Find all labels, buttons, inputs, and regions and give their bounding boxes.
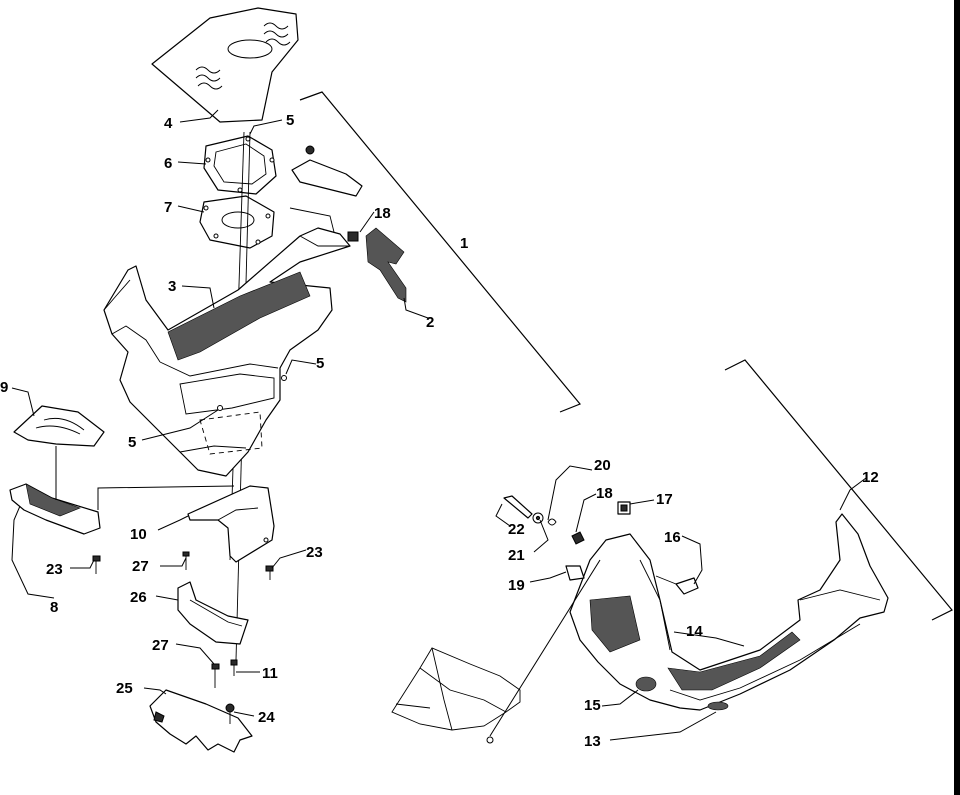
assembly-bracket-12 (724, 359, 953, 621)
callout-9: 9 (0, 379, 8, 396)
part-23-fastener-left (92, 555, 101, 574)
callout-19: 19 (508, 577, 525, 594)
callout-21: 21 (508, 547, 525, 564)
callout-27-upper: 27 (132, 558, 149, 575)
part-19-clip (565, 565, 585, 581)
part-25-skid-plate (149, 689, 253, 753)
part-26-bracket (177, 581, 249, 645)
page-edge-bar (954, 0, 960, 795)
callout-23-left: 23 (46, 561, 63, 578)
callout-23-right: 23 (306, 544, 323, 561)
callout-26: 26 (130, 589, 147, 606)
upper-mount-bracket (289, 145, 363, 233)
part-18-spring-lower (571, 531, 585, 545)
part-9-side-panel (13, 405, 105, 447)
callout-5-right: 5 (316, 355, 324, 372)
callout-22: 22 (508, 521, 525, 538)
part-8-lower-trim (9, 483, 101, 535)
part-2-bracket (365, 227, 407, 303)
assembly-line-9 (97, 485, 235, 510)
callout-25: 25 (116, 680, 133, 697)
part-4-top-pad (151, 7, 299, 123)
callout-15: 15 (584, 697, 601, 714)
callout-13: 13 (584, 733, 601, 750)
part-27-fastener-lower (211, 663, 220, 688)
assembly-line-ghost (489, 559, 601, 737)
part-21-washer (532, 512, 544, 524)
part-17-clip (617, 501, 631, 515)
assembly-bracket-1 (299, 91, 581, 413)
ghost-mount-bracket (391, 647, 521, 744)
callout-2: 2 (426, 314, 434, 331)
part-11-fastener (230, 659, 238, 676)
callout-18-upper: 18 (374, 205, 391, 222)
part-13-front-bumper (569, 513, 889, 711)
callout-7: 7 (164, 199, 172, 216)
part-23-fastener-right (265, 565, 274, 580)
part-24-screw (225, 703, 235, 724)
callout-12: 12 (862, 469, 879, 486)
callout-5-left: 5 (128, 434, 136, 451)
callout-8: 8 (50, 599, 58, 616)
callout-6: 6 (164, 155, 172, 172)
callout-11: 11 (262, 665, 278, 682)
part-7-gasket (199, 195, 275, 249)
part-27-fastener-upper (182, 551, 190, 570)
part-6-gasket (203, 135, 277, 195)
callout-4: 4 (164, 115, 173, 132)
part-18-clip-upper (347, 231, 359, 242)
leader-lines (11, 109, 867, 741)
part-22-bolt (503, 495, 533, 519)
callout-14: 14 (686, 623, 703, 640)
callout-5-top: 5 (286, 112, 294, 129)
callout-1: 1 (460, 235, 468, 252)
callout-20: 20 (594, 457, 611, 474)
callout-27-lower: 27 (152, 637, 169, 654)
part-3-belly-pan (103, 227, 351, 477)
callout-3: 3 (168, 278, 176, 295)
callout-10: 10 (130, 526, 147, 543)
part-10-plate (187, 485, 275, 563)
callout-17: 17 (656, 491, 673, 508)
callout-24: 24 (258, 709, 275, 726)
part-16-knob (655, 575, 699, 595)
callout-18-lower: 18 (596, 485, 613, 502)
callout-16: 16 (664, 529, 681, 546)
part-20-clip (547, 518, 557, 526)
